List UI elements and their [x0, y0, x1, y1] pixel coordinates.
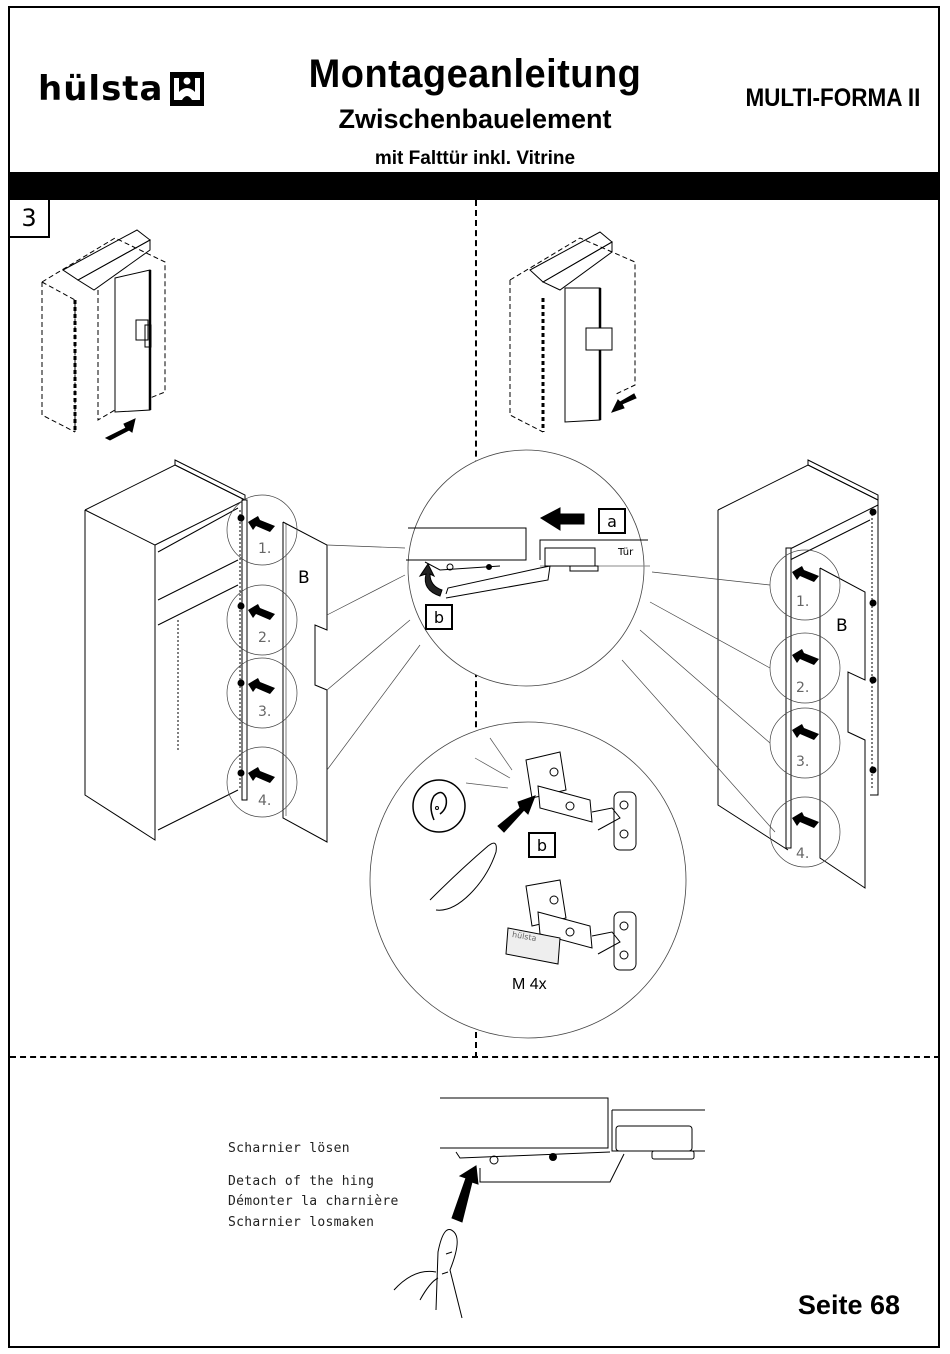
pointing-hand-icon — [394, 1230, 462, 1319]
door-label: Tür — [618, 547, 633, 558]
instruction-de: Scharnier lösen — [228, 1141, 350, 1156]
pull-arrow-icon — [612, 394, 636, 412]
hinge-number-1-right: 1. — [796, 594, 809, 610]
hinge-detail-circle — [406, 450, 650, 686]
quantity-label: M 4x — [512, 976, 547, 994]
small-cabinet-right — [510, 232, 636, 432]
small-cabinet-left — [42, 230, 165, 440]
hinge-number-4-left: 4. — [258, 793, 271, 809]
hinge-number-3-right: 3. — [796, 754, 809, 770]
hinge-number-4-right: 4. — [796, 846, 809, 862]
hinge-number-1-left: 1. — [258, 541, 271, 557]
instruction-fr: Démonter la charnière — [228, 1194, 399, 1209]
panel-label-b-right: B — [836, 616, 848, 636]
panel-label-b-left: B — [298, 568, 310, 588]
hinge-number-3-left: 3. — [258, 704, 271, 720]
instruction-nl: Scharnier losmaken — [228, 1215, 374, 1230]
hinge-number-2-right: 2. — [796, 680, 809, 696]
hinge-release-illustration — [394, 1098, 705, 1318]
large-cabinet-left — [85, 460, 420, 842]
page-number: Seite 68 — [798, 1290, 900, 1321]
instruction-en: Detach of the hing — [228, 1174, 374, 1189]
detail-label-a: a — [598, 508, 626, 534]
hinge-number-2-left: 2. — [258, 630, 271, 646]
push-arrow-icon — [106, 419, 135, 440]
detail-label-b-2: b — [528, 832, 556, 858]
detail-label-b: b — [425, 604, 453, 630]
